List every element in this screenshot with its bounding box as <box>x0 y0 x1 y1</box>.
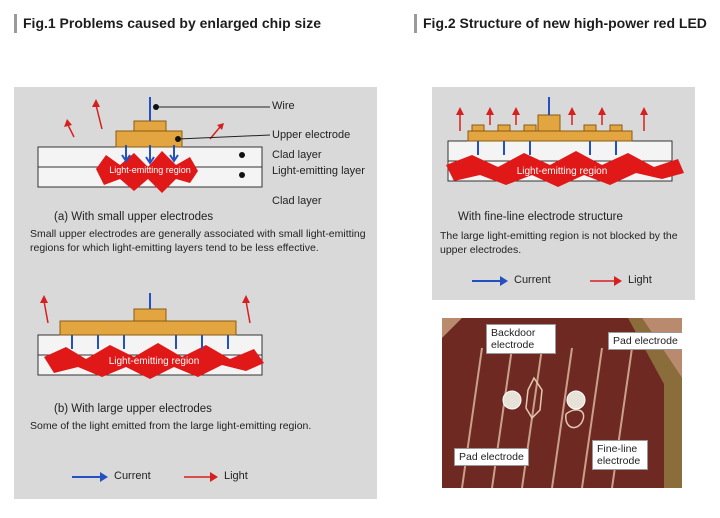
fig2-diagram <box>446 97 684 286</box>
leader-dot <box>153 104 159 110</box>
region-label-b: Light-emitting region <box>108 356 200 367</box>
tag-backdoor-electrode: Backdoor electrode <box>486 324 556 354</box>
legend-current-label: Current <box>514 274 551 286</box>
electrode-bump <box>133 120 167 132</box>
tag-pad-electrode-top: Pad electrode <box>608 332 682 350</box>
caption-a: (a) With small upper electrodes <box>54 211 214 223</box>
current-arrow <box>145 145 155 165</box>
legend-light-label: Light <box>224 470 248 482</box>
fig1-panel: Wire Upper electrode Clad layer Light-em… <box>14 87 377 499</box>
fine-line-electrode <box>467 130 633 142</box>
light-arrowhead <box>568 107 576 115</box>
leader-line <box>177 134 271 140</box>
chip-photo: Backdoor electrode Pad electrode Pad ele… <box>442 318 682 488</box>
description-b: Some of the light emitted from the large… <box>30 420 312 432</box>
chip-edge <box>628 318 682 488</box>
pad-electrode-left <box>502 390 522 410</box>
light-arrowhead <box>640 107 648 115</box>
light-arrowhead <box>486 107 494 115</box>
light-arrow <box>67 124 75 138</box>
light-arrow <box>209 126 221 140</box>
current-arrow <box>121 145 131 163</box>
light-arrowhead <box>456 107 464 115</box>
light-arrowhead <box>40 295 48 303</box>
light-emitting-region <box>44 343 264 379</box>
light-arrowhead <box>512 107 520 115</box>
upper-electrode <box>115 130 183 148</box>
label-clad-layer-top: Clad layer <box>272 149 322 161</box>
fig2-panel: Light-emitting region With fine-line ele… <box>432 87 695 300</box>
light-legend-arrowhead <box>614 276 622 286</box>
label-wire: Wire <box>272 100 295 112</box>
description-a: Small upper electrodes are generally ass… <box>30 228 366 254</box>
electrode-loop <box>565 409 585 429</box>
electrode-pad <box>583 124 597 132</box>
light-arrowhead <box>217 123 224 130</box>
fig1-legend <box>72 472 218 482</box>
light-arrow <box>245 300 251 324</box>
fig2-title: Fig.2 Structure of new high-power red LE… <box>414 14 713 33</box>
current-legend-arrowhead <box>100 472 108 482</box>
fine-line-electrode-trace <box>551 347 573 488</box>
electrode-pad <box>609 124 623 132</box>
fig1-diagrams <box>37 97 271 482</box>
electrode-pad <box>471 124 485 132</box>
electrode-pad <box>497 124 511 132</box>
electrode-pad <box>523 124 537 132</box>
caption: With fine-line electrode structure <box>458 211 623 223</box>
legend-light-label: Light <box>628 274 652 286</box>
label-upper-electrode: Upper electrode <box>272 129 351 141</box>
leader-dot <box>239 172 245 178</box>
region-label: Light-emitting region <box>516 166 608 177</box>
leader-dot <box>175 136 181 142</box>
fine-line-electrode-trace <box>581 347 603 488</box>
tag-fine-line-electrode: Fine-line electrode <box>592 440 648 470</box>
light-arrowhead <box>598 107 606 115</box>
region-label-a: Light-emitting region <box>109 165 191 175</box>
caption-b: (b) With large upper electrodes <box>54 403 212 415</box>
electrode-loop <box>525 376 543 420</box>
leader-dot <box>239 152 245 158</box>
current-legend-arrowhead <box>500 276 508 286</box>
light-emitting-region <box>96 151 198 193</box>
light-arrowhead <box>64 119 72 127</box>
light-emitting-region <box>446 151 684 187</box>
diagram-small-electrode <box>37 97 271 193</box>
upper-electrode <box>59 320 237 336</box>
label-clad-layer-bottom: Clad layer <box>272 195 322 207</box>
light-arrow <box>95 104 103 130</box>
tag-pad-electrode-bottom: Pad electrode <box>454 448 529 466</box>
label-light-emitting-layer: Light-emitting layer <box>272 165 365 177</box>
description: The large light-emitting region is not b… <box>440 230 678 256</box>
diagram-large-electrode <box>37 293 264 379</box>
light-legend-arrowhead <box>210 472 218 482</box>
center-pad <box>537 114 561 132</box>
light-arrowhead <box>92 99 100 107</box>
legend-current-label: Current <box>114 470 151 482</box>
fig1-title: Fig.1 Problems caused by enlarged chip s… <box>14 14 393 33</box>
electrode-bump <box>133 308 167 322</box>
current-arrow <box>169 145 179 163</box>
light-arrowhead <box>242 295 250 303</box>
pad-electrode-right <box>566 390 586 410</box>
light-arrow <box>43 300 49 324</box>
